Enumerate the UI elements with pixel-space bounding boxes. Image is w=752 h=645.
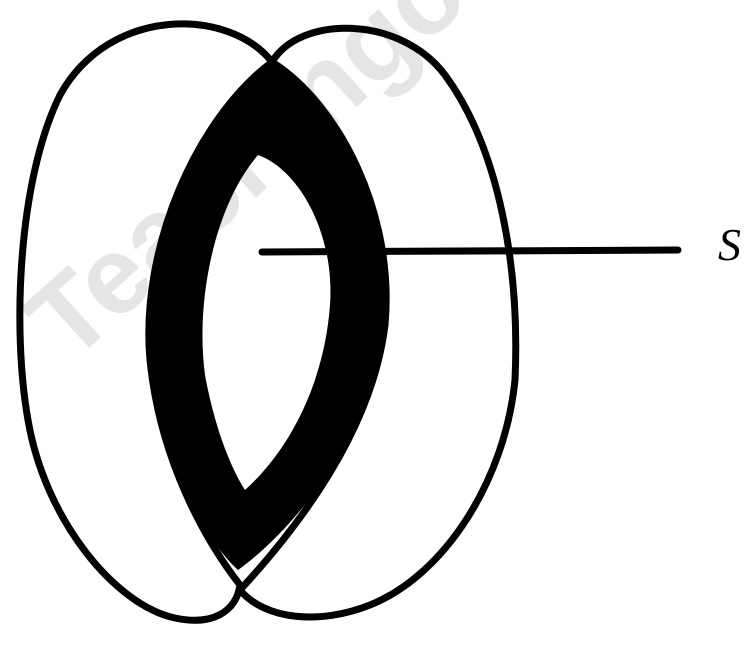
watermark-text: Teachingo [4,0,489,383]
label-pointer-line [262,250,678,252]
label-s: S [718,222,741,268]
